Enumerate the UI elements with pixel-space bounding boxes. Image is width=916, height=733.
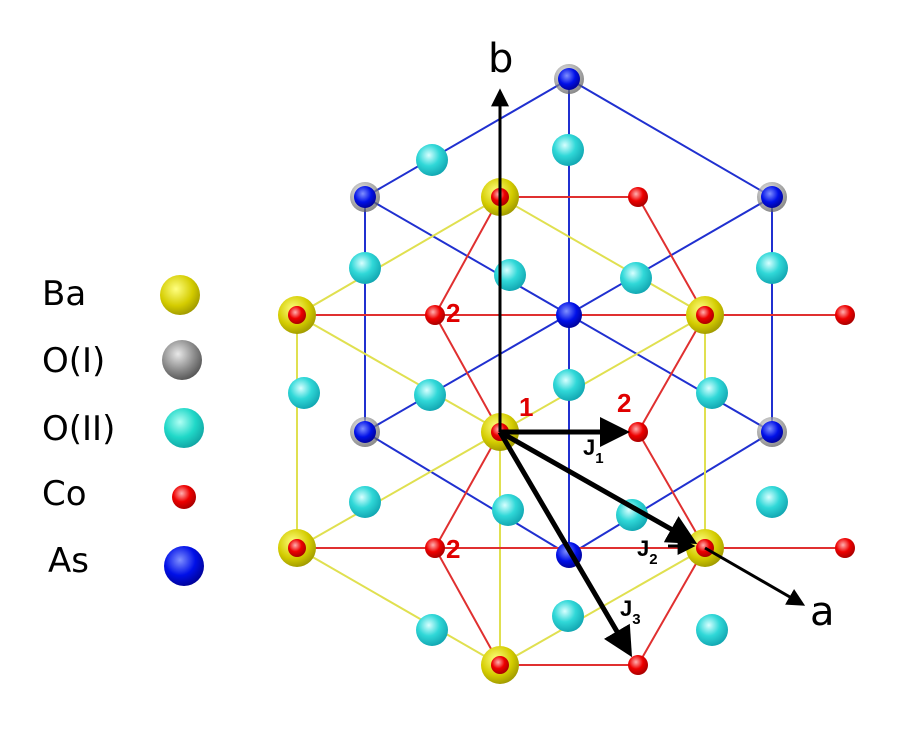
o2-atom bbox=[416, 144, 448, 176]
o2-atom bbox=[696, 377, 728, 409]
o2-atom bbox=[553, 369, 585, 401]
legend-label-o2: O(II) bbox=[42, 409, 115, 449]
o2-atom bbox=[696, 614, 728, 646]
b-axis-label: b bbox=[488, 36, 513, 82]
a-axis-arrow bbox=[704, 546, 806, 606]
j1-letter: J bbox=[583, 435, 595, 460]
legend-item-o1: O(I) bbox=[42, 340, 202, 381]
legend-item-as: As bbox=[48, 541, 204, 586]
legend-label-co: Co bbox=[42, 474, 87, 514]
o1-swatch bbox=[162, 340, 202, 380]
o2-atom bbox=[756, 486, 788, 518]
j3-label: J3 bbox=[620, 596, 641, 628]
legend-item-ba: Ba bbox=[42, 274, 200, 315]
co-atom bbox=[835, 305, 855, 325]
j3-vector bbox=[497, 430, 633, 658]
lattice-axes bbox=[491, 88, 806, 606]
co-atom bbox=[425, 305, 445, 325]
as-atom bbox=[556, 302, 582, 328]
o2-atom bbox=[414, 379, 446, 411]
coupling-labels: J1 J2 J3 bbox=[583, 435, 658, 628]
o2-atom bbox=[620, 262, 652, 294]
j2-subscript: 2 bbox=[649, 551, 657, 568]
j2-vector bbox=[498, 429, 698, 544]
co-atom bbox=[628, 422, 648, 442]
j3-subscript: 3 bbox=[632, 611, 640, 628]
as-atom bbox=[350, 417, 380, 447]
co-swatch bbox=[172, 485, 196, 509]
o2-atoms bbox=[288, 134, 788, 646]
as-atom bbox=[554, 64, 584, 94]
o2-atom bbox=[552, 600, 584, 632]
o2-swatch bbox=[164, 408, 204, 448]
o2-atom bbox=[494, 259, 526, 291]
site-label-2: 2 bbox=[617, 388, 631, 418]
o2-atom bbox=[349, 486, 381, 518]
legend: Ba O(I) O(II) Co As bbox=[42, 274, 204, 586]
ba-atom bbox=[278, 529, 316, 567]
as-atom bbox=[350, 182, 380, 212]
ba-atom bbox=[481, 646, 519, 684]
site-labels: 1 2 2 2 bbox=[446, 298, 631, 564]
legend-label-ba: Ba bbox=[42, 274, 86, 314]
a-axis-label: a bbox=[810, 589, 835, 635]
co-atom bbox=[628, 187, 648, 207]
o2-atom bbox=[349, 252, 381, 284]
legend-label-as: As bbox=[48, 541, 89, 581]
legend-item-o2: O(II) bbox=[42, 408, 204, 449]
co-atom bbox=[425, 538, 445, 558]
o2-atom bbox=[416, 614, 448, 646]
as-atom bbox=[757, 417, 787, 447]
as-atoms bbox=[350, 64, 787, 568]
j1-subscript: 1 bbox=[595, 450, 603, 467]
ba-atom bbox=[686, 296, 724, 334]
j3-letter: J bbox=[620, 596, 632, 621]
o2-atom bbox=[492, 494, 524, 526]
as-swatch bbox=[164, 546, 204, 586]
o2-atom bbox=[616, 499, 648, 531]
j2-label: J2 bbox=[637, 536, 658, 568]
co-atoms bbox=[425, 187, 855, 675]
co-atom bbox=[628, 655, 648, 675]
as-atom bbox=[757, 182, 787, 212]
o2-atom bbox=[288, 377, 320, 409]
co-atom bbox=[835, 538, 855, 558]
legend-item-co: Co bbox=[42, 474, 196, 514]
site-label-2: 2 bbox=[446, 534, 460, 564]
site-label-2: 2 bbox=[446, 298, 460, 328]
site-label-1: 1 bbox=[519, 392, 533, 422]
j2-letter: J bbox=[637, 536, 649, 561]
j1-label: J1 bbox=[583, 435, 604, 467]
ba-atom bbox=[278, 296, 316, 334]
o2-atom bbox=[756, 252, 788, 284]
legend-label-o1: O(I) bbox=[42, 341, 105, 381]
ba-swatch bbox=[160, 275, 200, 315]
coupling-vectors bbox=[497, 417, 698, 658]
o2-atom bbox=[552, 134, 584, 166]
